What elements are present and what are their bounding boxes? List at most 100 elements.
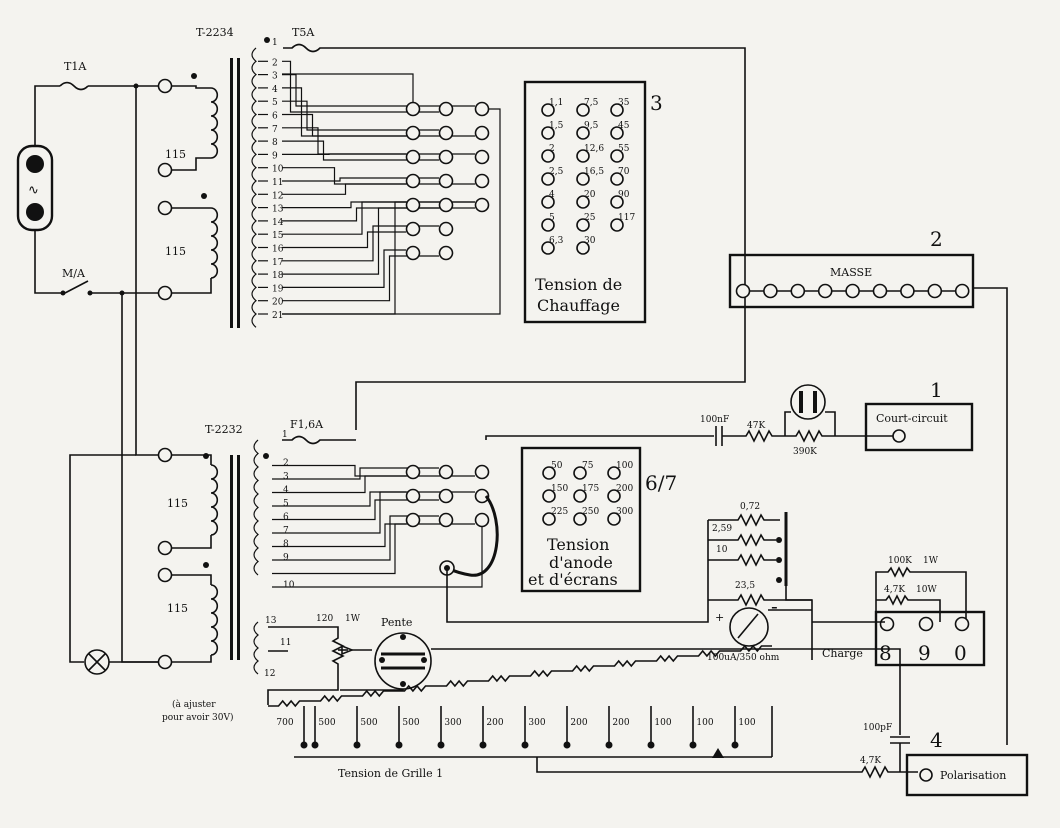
divider-tap[interactable] bbox=[311, 741, 319, 749]
heater-jack[interactable] bbox=[438, 101, 454, 117]
svg-text:Chauffage: Chauffage bbox=[537, 296, 620, 315]
divider-value: 200 bbox=[570, 718, 587, 728]
divider-tap[interactable] bbox=[689, 741, 697, 749]
primary-terminal[interactable] bbox=[157, 540, 173, 556]
load-terminal[interactable] bbox=[954, 616, 970, 632]
load-terminal[interactable] bbox=[918, 616, 934, 632]
divider-tap[interactable] bbox=[395, 741, 403, 749]
heater-jack[interactable] bbox=[474, 101, 490, 117]
heater-jack[interactable] bbox=[438, 173, 454, 189]
heater-jack[interactable] bbox=[405, 101, 421, 117]
tap-wire bbox=[282, 231, 406, 249]
primary-terminal[interactable] bbox=[157, 200, 173, 216]
anode-panel-socket bbox=[573, 489, 587, 503]
anode-jack[interactable] bbox=[405, 512, 421, 528]
heater-jack[interactable] bbox=[405, 149, 421, 165]
heater-jack[interactable] bbox=[438, 245, 454, 261]
divider-tap[interactable] bbox=[731, 741, 739, 749]
anode-jack[interactable] bbox=[405, 464, 421, 480]
ground-jack[interactable] bbox=[927, 283, 943, 299]
heater-jack[interactable] bbox=[474, 125, 490, 141]
heater-panel-value: 12,6 bbox=[584, 144, 604, 154]
grid-winding bbox=[253, 621, 259, 675]
heater-jack[interactable] bbox=[474, 197, 490, 213]
anode-selector-jacks[interactable] bbox=[405, 464, 490, 528]
anode-jack[interactable] bbox=[438, 512, 454, 528]
divider-tap[interactable] bbox=[300, 741, 308, 749]
anode-jack[interactable] bbox=[474, 464, 490, 480]
load-terminal[interactable] bbox=[879, 616, 895, 632]
divider-tap[interactable] bbox=[437, 741, 445, 749]
divider-tap[interactable] bbox=[605, 741, 613, 749]
divider-value: 500 bbox=[402, 718, 419, 728]
ground-jack[interactable] bbox=[790, 283, 806, 299]
heater-panel-socket bbox=[610, 218, 624, 232]
tap-label: 3 bbox=[272, 72, 278, 82]
heater-panel-value: 5 bbox=[549, 213, 555, 223]
heater-jack[interactable] bbox=[438, 197, 454, 213]
primary-terminal[interactable] bbox=[157, 567, 173, 583]
svg-text:(à ajuster: (à ajuster bbox=[172, 699, 216, 710]
heater-selector-jacks[interactable] bbox=[405, 101, 490, 261]
heater-panel-socket bbox=[541, 103, 555, 117]
tap-label: 7 bbox=[272, 125, 278, 135]
tap-label: 10 bbox=[283, 581, 295, 591]
svg-text:100nF: 100nF bbox=[700, 415, 729, 425]
ground-jack[interactable] bbox=[900, 283, 915, 299]
heater-jack[interactable] bbox=[405, 245, 421, 261]
anode-panel-socket bbox=[542, 466, 556, 480]
anode-jack[interactable] bbox=[474, 488, 490, 504]
heater-panel-value: 9,5 bbox=[584, 121, 599, 131]
heater-jack[interactable] bbox=[438, 125, 454, 141]
primary-coil bbox=[210, 464, 219, 536]
heater-jack[interactable] bbox=[474, 173, 490, 189]
heater-panel-value: 35 bbox=[618, 98, 630, 108]
ground-jack[interactable] bbox=[845, 283, 860, 299]
svg-text:Tension: Tension bbox=[547, 535, 609, 554]
heater-jack[interactable] bbox=[405, 173, 421, 189]
primary-terminal[interactable] bbox=[157, 285, 173, 301]
tap-wire bbox=[282, 60, 439, 113]
heater-jack[interactable] bbox=[474, 149, 490, 165]
heater-jack[interactable] bbox=[438, 221, 454, 237]
anode-jack[interactable] bbox=[405, 488, 421, 504]
polarisation-jack[interactable] bbox=[919, 768, 933, 782]
primary-terminal[interactable] bbox=[157, 78, 173, 94]
heater-jack[interactable] bbox=[405, 221, 421, 237]
heater-jack[interactable] bbox=[405, 197, 421, 213]
divider-tap[interactable] bbox=[479, 741, 487, 749]
heater-jack[interactable] bbox=[405, 125, 421, 141]
anode-panel-value: 150 bbox=[551, 484, 568, 494]
tap-wire bbox=[282, 113, 475, 137]
short-circuit-jack[interactable] bbox=[892, 429, 906, 443]
ground-jack[interactable] bbox=[872, 283, 888, 299]
heater-panel-socket bbox=[541, 241, 555, 255]
primary-terminal[interactable] bbox=[157, 162, 173, 178]
power-switch[interactable]: M/A bbox=[60, 267, 93, 296]
ground-jack[interactable] bbox=[763, 283, 778, 299]
ground-jack[interactable] bbox=[817, 283, 833, 299]
shunt-selector[interactable]: 0,72 2,59 10 23,5 bbox=[707, 502, 813, 660]
ground-jack[interactable] bbox=[735, 283, 751, 299]
divider-value: 100 bbox=[738, 718, 755, 728]
heater-panel-socket bbox=[610, 195, 624, 209]
potentiometer-120[interactable]: 120 1W bbox=[267, 614, 361, 705]
divider-tap[interactable] bbox=[647, 741, 655, 749]
divider-tap[interactable] bbox=[353, 741, 361, 749]
primary-terminal[interactable] bbox=[157, 447, 173, 463]
ground-jacks[interactable] bbox=[735, 283, 970, 299]
polar-resistor-label: 4,7K bbox=[860, 756, 881, 766]
transformer-bottom-core bbox=[230, 455, 240, 660]
ground-jack[interactable] bbox=[954, 283, 970, 299]
divider-tap[interactable] bbox=[563, 741, 571, 749]
anode-jack[interactable] bbox=[438, 464, 454, 480]
heater-panel-socket bbox=[576, 103, 590, 117]
anode-jack[interactable] bbox=[438, 488, 454, 504]
heater-jack[interactable] bbox=[438, 149, 454, 165]
primary-terminal[interactable] bbox=[157, 654, 173, 670]
divider-tap[interactable] bbox=[521, 741, 529, 749]
anode-jack[interactable] bbox=[474, 512, 490, 528]
svg-text:2: 2 bbox=[930, 227, 943, 251]
